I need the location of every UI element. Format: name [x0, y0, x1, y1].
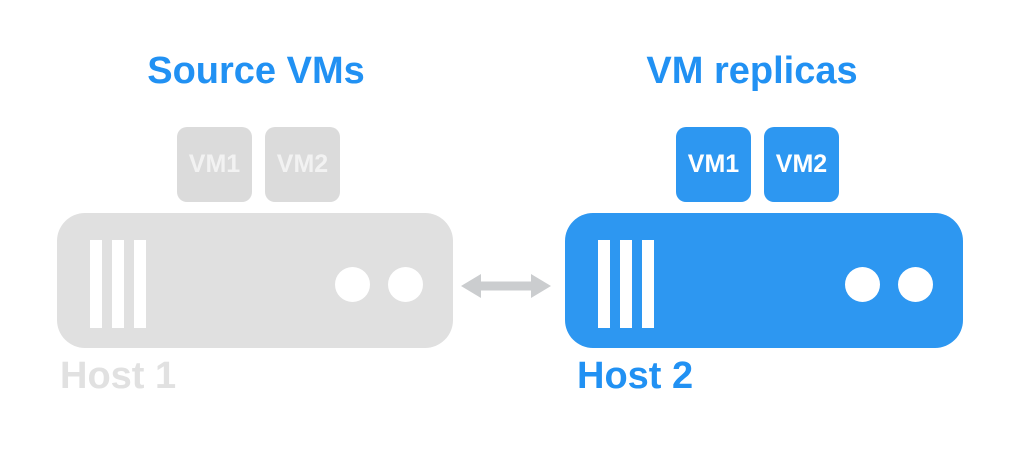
host-2-label: Host 2	[577, 355, 694, 397]
drive-bay-bar	[620, 240, 632, 328]
replica-vm2-label: VM2	[775, 150, 828, 178]
source-vm2-label: VM2	[276, 150, 329, 178]
host-1-label: Host 1	[60, 355, 177, 397]
source-vm2-box: VM2	[265, 127, 340, 202]
server-led-icon	[388, 267, 423, 302]
source-vms-title: Source VMs	[147, 50, 365, 92]
server-drive-bays-icon	[90, 240, 156, 328]
drive-bay-bar	[598, 240, 610, 328]
replica-vm1-label: VM1	[687, 150, 740, 178]
server-led-icon	[845, 267, 880, 302]
source-vm1-label: VM1	[188, 150, 241, 178]
drive-bay-bar	[642, 240, 654, 328]
vm-replicas-title: VM replicas	[646, 50, 858, 92]
drive-bay-bar	[134, 240, 146, 328]
server-led-icon	[335, 267, 370, 302]
source-vm1-box: VM1	[177, 127, 252, 202]
drive-bay-bar	[112, 240, 124, 328]
drive-bay-bar	[90, 240, 102, 328]
replica-vm2-box: VM2	[764, 127, 839, 202]
server-drive-bays-icon	[598, 240, 664, 328]
host-1-server	[57, 213, 453, 348]
replica-vm1-box: VM1	[676, 127, 751, 202]
server-led-icon	[898, 267, 933, 302]
bidirectional-arrow-icon	[461, 274, 551, 298]
host-2-server	[565, 213, 963, 348]
